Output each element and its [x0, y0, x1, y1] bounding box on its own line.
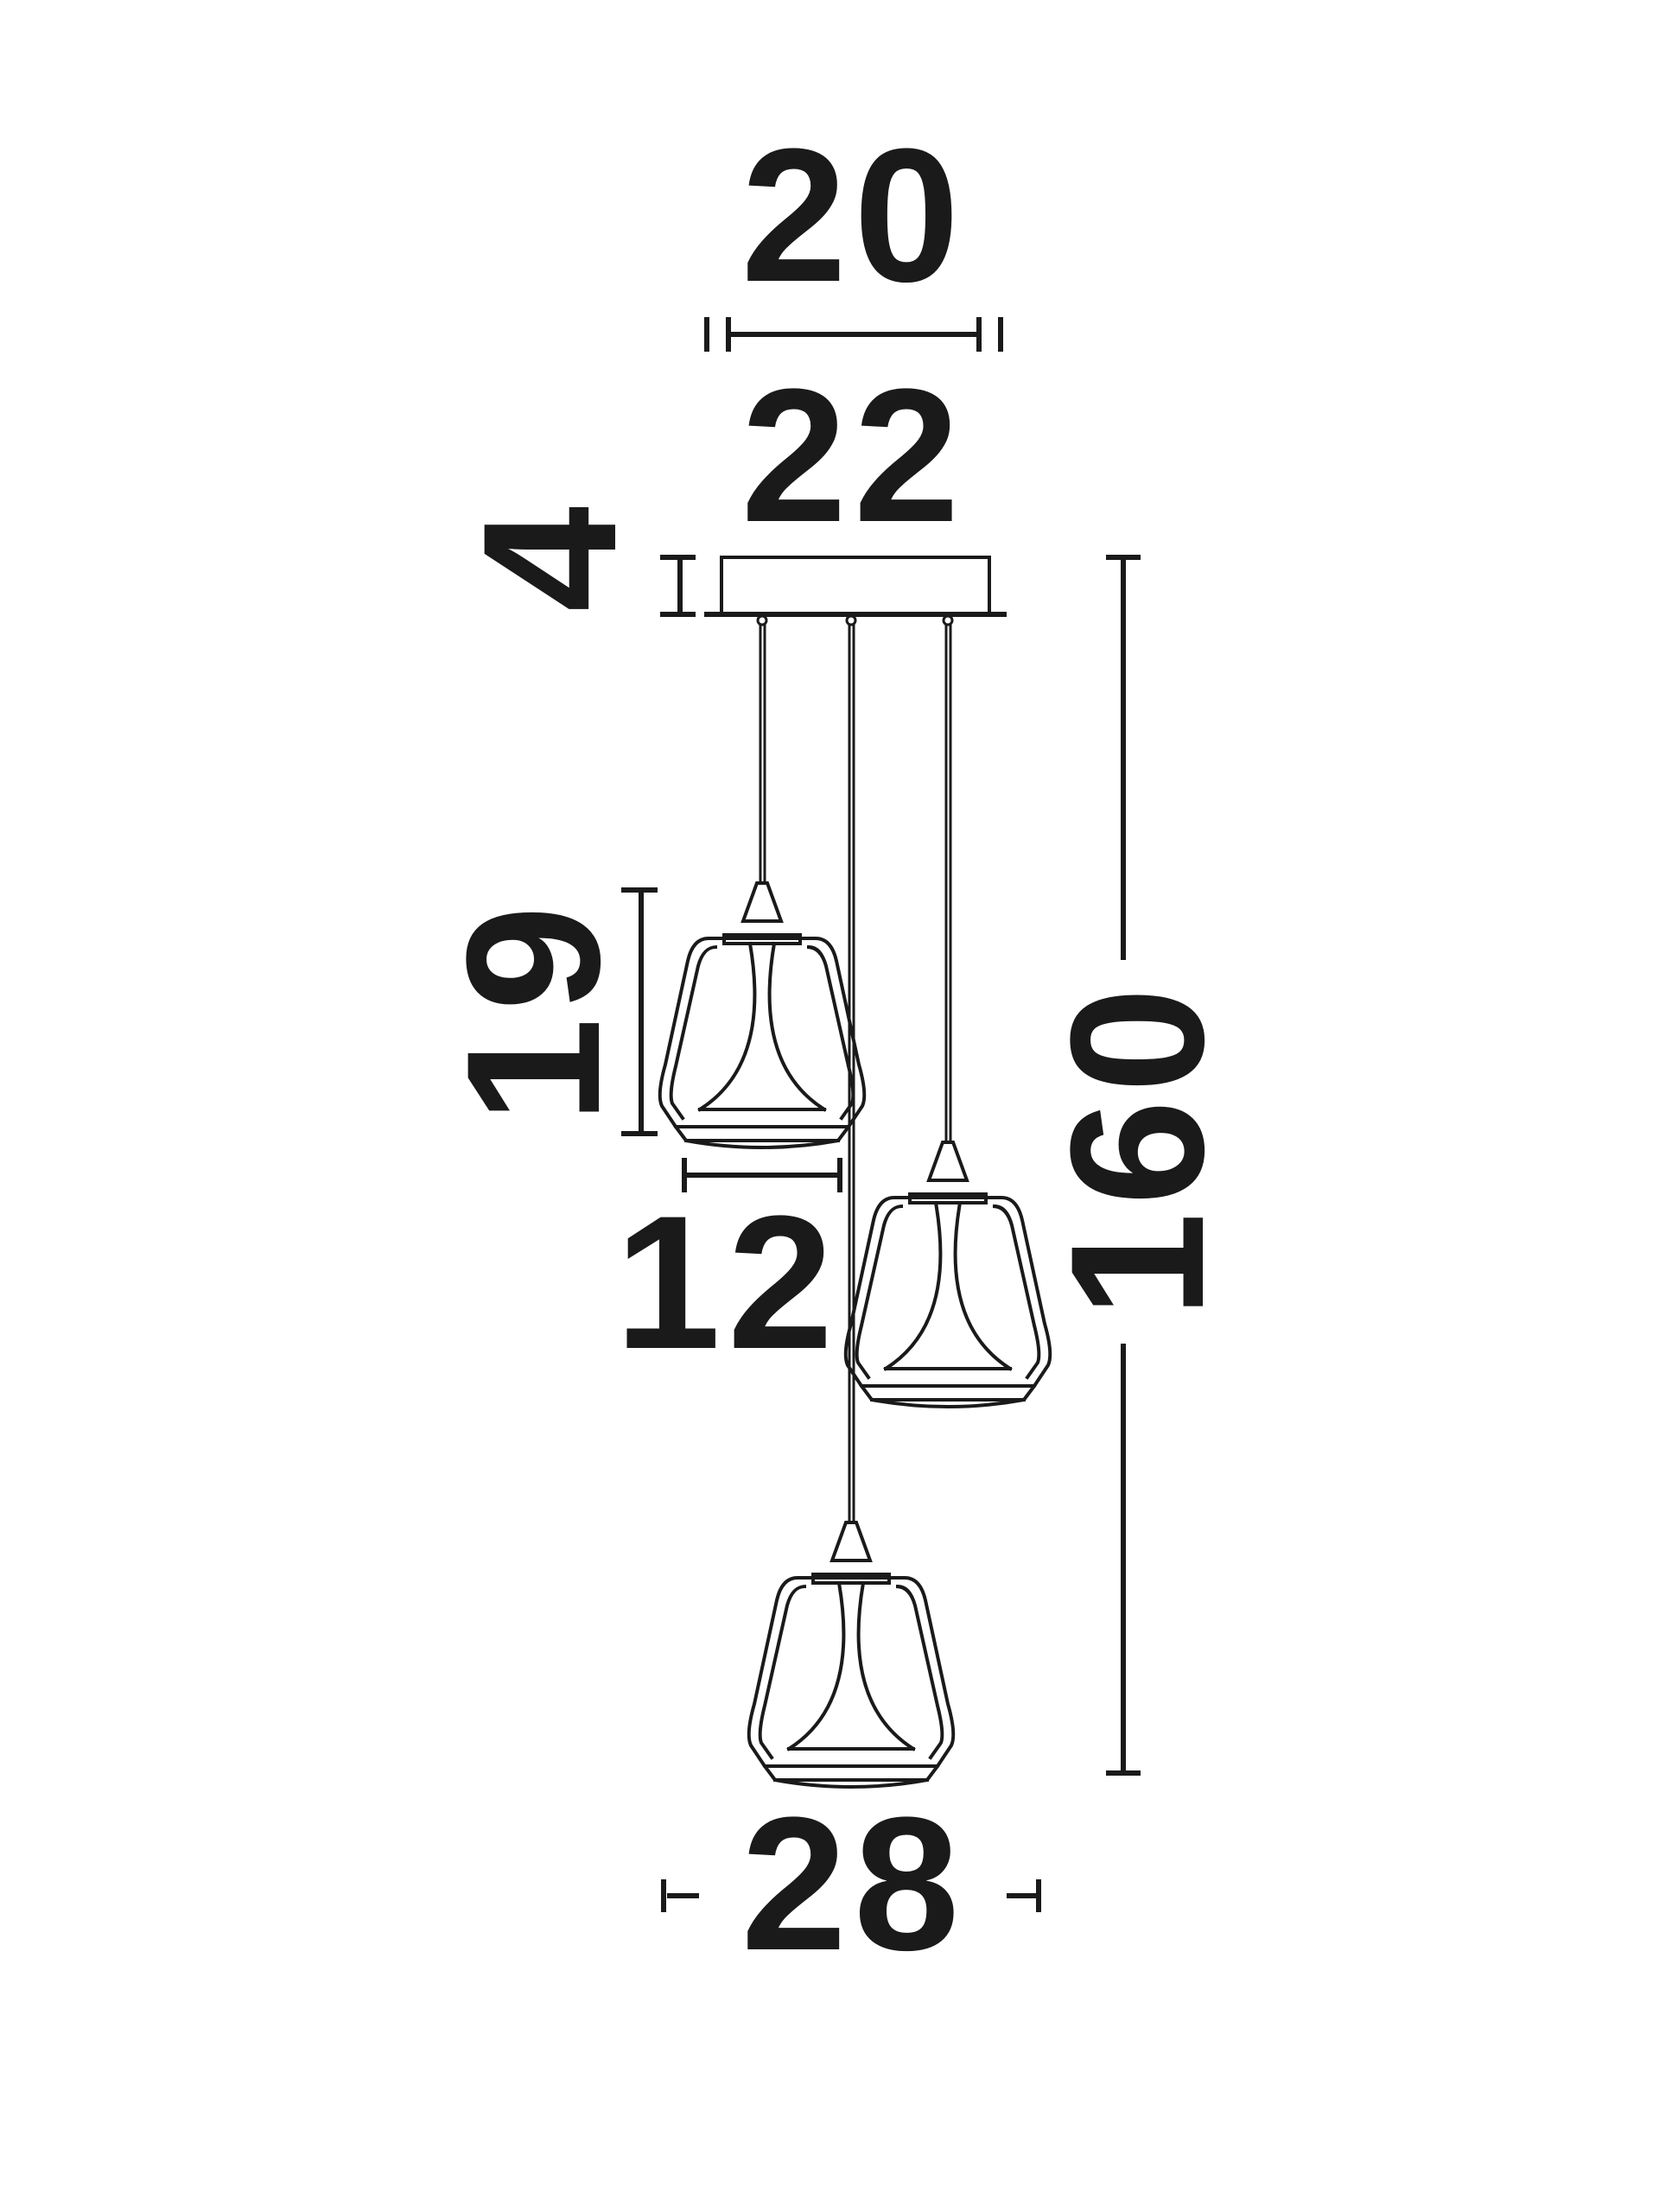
pendant-shade-center — [747, 1521, 956, 1789]
canopy-base-width-label: 22 — [741, 349, 967, 562]
canopy-height-dimension-line — [660, 555, 696, 617]
shade-diameter-dimension-line — [682, 1158, 842, 1192]
shade-height-label: 19 — [427, 899, 639, 1124]
overall-spread-label: 28 — [741, 1777, 967, 1990]
canopy-diameter-label: 20 — [741, 109, 967, 321]
pendant-shade-left — [658, 881, 867, 1149]
overall-height-dimension-line — [1106, 555, 1141, 1776]
canopy-height-label: 4 — [443, 506, 656, 612]
canopy — [704, 556, 1007, 617]
overall-height-label: 160 — [1031, 980, 1243, 1318]
shade-height-dimension-line — [621, 887, 658, 1136]
pendant-shade-right — [843, 1141, 1052, 1408]
shade-diameter-label: 12 — [615, 1176, 841, 1389]
canopy-diameter-dimension-line — [704, 317, 1003, 352]
overall-spread-dimension-markers — [661, 1879, 1041, 1912]
